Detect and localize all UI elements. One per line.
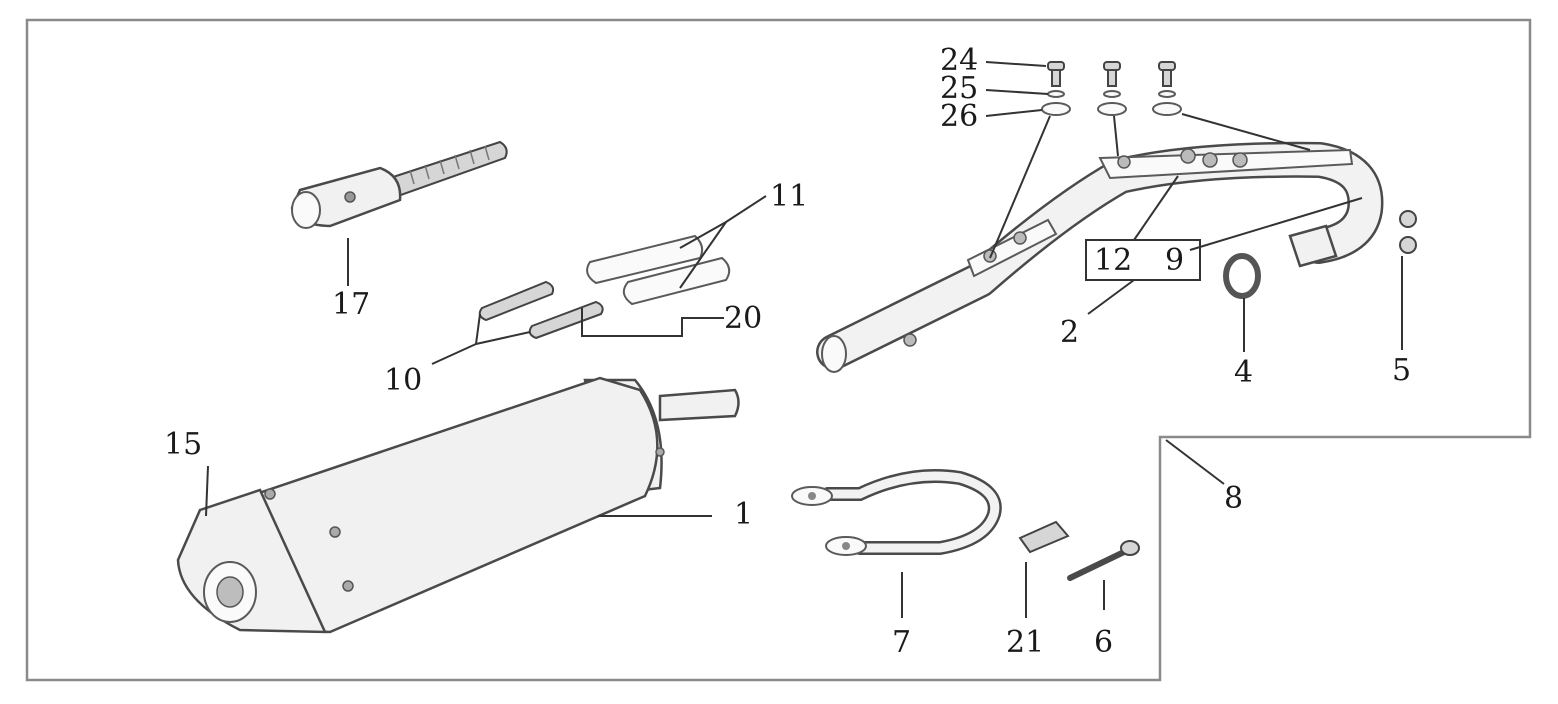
part-21-spacer: [1018, 520, 1070, 554]
part-10-packing-strip-upper: [478, 280, 555, 322]
callout-12: 12: [1094, 243, 1132, 278]
part-10-packing-strip-lower: [528, 300, 604, 340]
callout-2: 2: [1060, 315, 1079, 350]
part-24-bolt-3: [1158, 61, 1176, 87]
callout-11: 11: [770, 179, 808, 214]
part-20-insert-lower: [622, 256, 731, 306]
callout-4: 4: [1234, 355, 1253, 390]
callout-17: 17: [332, 287, 370, 322]
callout-6: 6: [1094, 625, 1113, 660]
callout-9: 9: [1165, 243, 1184, 278]
part-25-lock-washers: [1047, 90, 1176, 98]
callout-24: 24: [940, 43, 978, 78]
callout-10: 10: [384, 363, 422, 398]
part-17-end-cap-spring: [290, 140, 508, 229]
part-24-bolt-2: [1103, 61, 1121, 87]
callout-26: 26: [940, 99, 978, 134]
part-1-silencer: [176, 376, 740, 634]
part-5-nuts: [1399, 210, 1417, 254]
part-7-clamp-band: [791, 469, 1002, 556]
diagram-frame-outline: [25, 18, 1532, 682]
callout-8: 8: [1224, 481, 1243, 516]
part-6-bolt: [1067, 540, 1140, 581]
part-24-bolt-1: [1047, 61, 1065, 87]
callout-15: 15: [164, 427, 202, 462]
callout-1: 1: [734, 497, 753, 532]
part-26-flat-washers: [1041, 102, 1182, 116]
part-4-gasket-ring: [1223, 253, 1261, 299]
callout-21: 21: [1006, 625, 1044, 660]
callout-5: 5: [1392, 353, 1411, 388]
part-2-header-pipe: [816, 141, 1384, 373]
leader-lines: [205, 61, 1403, 618]
callout-20: 20: [724, 301, 762, 336]
callout-25: 25: [940, 71, 978, 106]
callout-7: 7: [892, 625, 911, 660]
